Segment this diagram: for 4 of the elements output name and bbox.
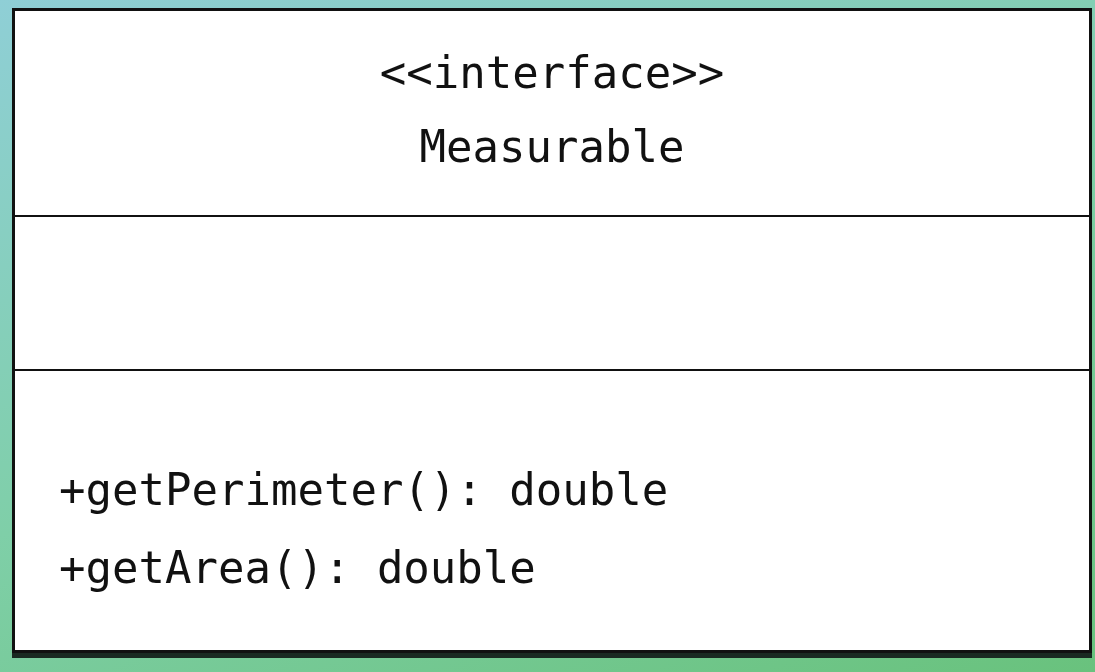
method-signature: +getArea(): double xyxy=(59,544,536,593)
class-name: Measurable xyxy=(419,123,685,172)
stereotype-label: <<interface>> xyxy=(379,49,725,98)
method-signature: +getPerimeter(): double xyxy=(59,466,669,515)
